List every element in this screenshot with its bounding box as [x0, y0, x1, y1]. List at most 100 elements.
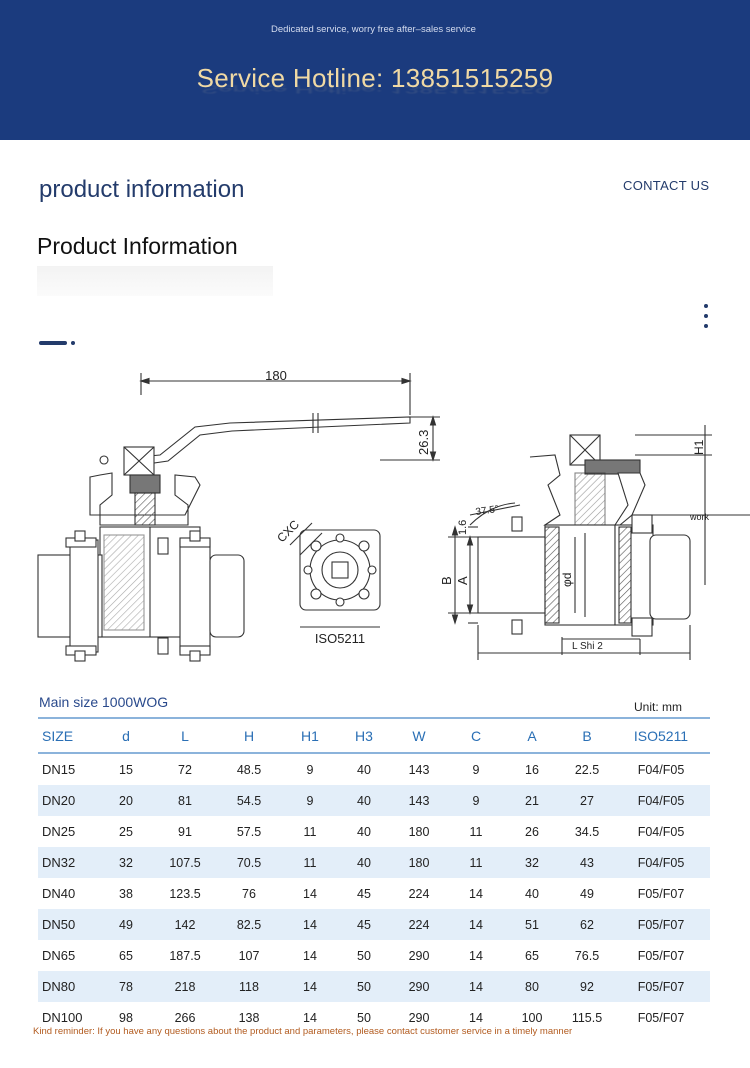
table-cell: F04/F05: [612, 847, 710, 878]
header-w: W: [388, 717, 450, 754]
hotline-reflection: Service Hotline: 13851515259: [200, 82, 550, 97]
table-cell: 123.5: [169, 886, 201, 901]
table-cell: 14: [450, 971, 502, 1002]
table-cell: 43: [562, 847, 612, 878]
table-cell: 115.5: [571, 1010, 603, 1025]
table-cell: 26: [525, 824, 539, 839]
header-c: C: [450, 717, 502, 754]
table-cell: 224: [388, 909, 450, 940]
dim-label-h1: H1: [692, 439, 706, 455]
iso-label: ISO5211: [315, 631, 365, 646]
ball-valve-drawing: 180 26.3 CXC ISO5211 H1 work 37.5° 1.6 B…: [37, 368, 750, 662]
table-cell: 142: [152, 909, 218, 940]
table-cell: F05/F07: [612, 909, 710, 940]
header-h3: H3: [340, 717, 388, 754]
table-cell: 14: [450, 909, 502, 940]
more-menu-icon[interactable]: [704, 304, 710, 334]
table-cell: 57.5: [236, 824, 262, 839]
table-cell: 49: [580, 886, 594, 901]
table-cell: 98: [119, 1010, 133, 1025]
table-cell: 16: [525, 762, 539, 777]
iso-flange-view: [289, 522, 381, 628]
table-cell: 14: [469, 948, 483, 963]
table-cell: 290: [408, 948, 430, 963]
dim-label-cxc: CXC: [274, 517, 302, 545]
table-cell: 180: [408, 824, 430, 839]
table-cell: 92: [562, 971, 612, 1002]
header-h: H: [218, 717, 280, 754]
table-cell: 22.5: [574, 762, 600, 777]
table-cell: 40: [525, 886, 539, 901]
table-cell: 180: [388, 847, 450, 878]
table-cell: 50: [357, 1010, 371, 1025]
table-cell: 218: [152, 971, 218, 1002]
table-cell: 62: [562, 909, 612, 940]
header-d: d: [100, 717, 152, 754]
section-title: product information: [39, 176, 245, 203]
dim-label-work: work: [689, 512, 710, 522]
header-iso5211: ISO5211: [612, 717, 710, 754]
table-cell: 45: [340, 909, 388, 940]
table-cell: 14: [469, 1010, 483, 1025]
table-cell: 290: [408, 1010, 430, 1025]
dim-label-1-6: 1.6: [457, 520, 469, 535]
table-cell: 40: [357, 762, 371, 777]
table-cell: 76.5: [574, 948, 600, 963]
table-cell: 48.5: [236, 762, 262, 777]
table-cell: 11: [280, 847, 340, 878]
header-size: SIZE: [38, 717, 100, 754]
dim-label-phid: φd: [560, 573, 574, 587]
dim-label-lshi2: L Shi 2: [572, 641, 603, 652]
heading-underline-bar: [39, 341, 67, 345]
table-cell: F05/F07: [637, 886, 685, 901]
table-cell: F04/F05: [612, 785, 710, 816]
header-h1: H1: [280, 717, 340, 754]
table-cell: 9: [280, 785, 340, 816]
table-cell: DN25: [42, 824, 76, 839]
dim-label-180: 180: [265, 368, 287, 383]
table-cell: 72: [178, 762, 192, 777]
table-cell: 78: [100, 971, 152, 1002]
table-cell: 11: [469, 824, 483, 839]
table-cell: 9: [450, 785, 502, 816]
table-cell: 107: [238, 948, 260, 963]
table-cell: 40: [340, 847, 388, 878]
table-cell: 11: [303, 824, 317, 839]
dim-label-26-3: 26.3: [416, 430, 431, 455]
table-cell: 91: [178, 824, 192, 839]
table-cell: F05/F07: [637, 1010, 685, 1025]
table-cell: 65: [525, 948, 539, 963]
table-cell: 65: [119, 948, 133, 963]
table-cell: F05/F07: [612, 971, 710, 1002]
table-cell: 143: [408, 762, 430, 777]
table-cell: DN80: [38, 971, 100, 1002]
table-header-row: SIZE d L H H1 H3 W C A B ISO5211: [38, 717, 710, 754]
table-cell: 21: [502, 785, 562, 816]
table-cell: 9: [472, 762, 480, 777]
table-cell: 81: [152, 785, 218, 816]
product-information-heading: Product Information: [37, 233, 238, 259]
contact-us-link[interactable]: CONTACT US: [623, 178, 710, 193]
table-cell: 40: [357, 824, 371, 839]
table-cell: DN65: [42, 948, 76, 963]
table-cell: 14: [280, 909, 340, 940]
table-cell: 14: [303, 1010, 317, 1025]
table-cell: 50: [340, 971, 388, 1002]
table-cell: 187.5: [169, 948, 201, 963]
table-cell: 11: [450, 847, 502, 878]
table-cell: DN100: [42, 1010, 83, 1025]
table-cell: 224: [408, 886, 430, 901]
valve-side-view: [37, 373, 440, 662]
table-cell: 51: [502, 909, 562, 940]
dim-label-angle: 37.5°: [475, 504, 500, 518]
table-cell: 80: [502, 971, 562, 1002]
table-cell: DN20: [38, 785, 100, 816]
table-cell: 27: [562, 785, 612, 816]
table-cell: 32: [502, 847, 562, 878]
